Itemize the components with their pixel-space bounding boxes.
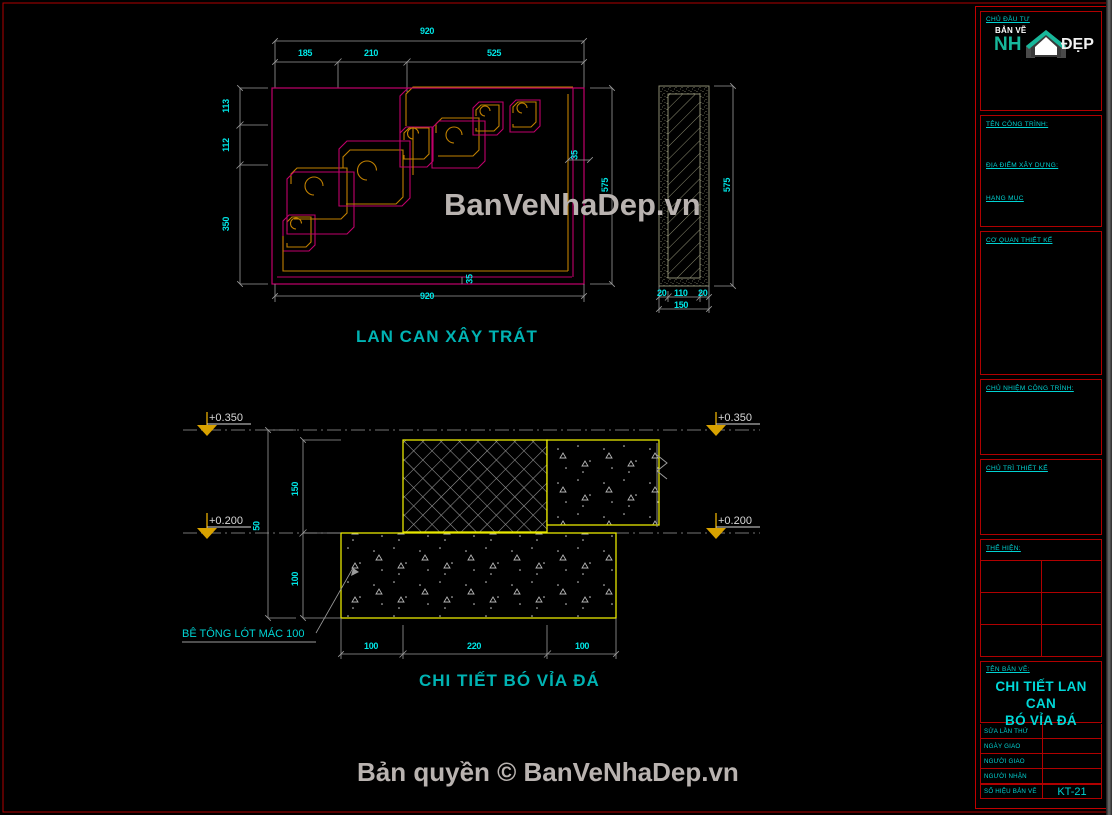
investor-box: CHỦ ĐẦU TƯ BẢN VẼ NH ĐẸP [980, 11, 1102, 111]
label-chu-dau-tu: CHỦ ĐẦU TƯ [986, 16, 1030, 23]
row-label-nguoi-nhan: NGƯỜI NHẬN [981, 769, 1043, 783]
greek-key-spiral-ornament [277, 86, 578, 278]
label-chu-tri-thiet-ke: CHỦ TRÌ THIẾT KẾ [986, 465, 1048, 472]
dim-section-20-right: 20 [698, 288, 708, 298]
row-label-sua-lan-thu: SỬA LẦN THỨ [981, 724, 1043, 738]
dim-left-350: 350 [221, 216, 232, 232]
row-label-ngay-giao: NGÀY GIAO [981, 739, 1043, 753]
title-block: CHỦ ĐẦU TƯ BẢN VẼ NH ĐẸP TÊN CÔNG TRÌNH:… [975, 6, 1107, 809]
level-marker-mid-right [706, 513, 760, 539]
row-ngay-giao: NGÀY GIAO [980, 739, 1102, 754]
dim-top-210: 210 [364, 48, 379, 58]
dim-bottom-50: 50 [251, 521, 262, 531]
dim-top-525: 525 [487, 48, 502, 58]
row-label-nguoi-giao: NGƯỜI GIAO [981, 754, 1043, 768]
detail-lan-can-elevation [236, 37, 616, 302]
wall-section-view [655, 82, 737, 313]
stone-kerb-block [402, 439, 548, 533]
drawing-title-line-2: BÓ VỈA ĐÁ [1005, 713, 1077, 728]
detail-title-bo-via: CHI TIẾT BÓ VỈA ĐÁ [419, 671, 600, 690]
level-marker-top-right [706, 412, 760, 436]
level-text-mid-right: +0.200 [718, 515, 752, 527]
project-manager-box: CHỦ NHIỆM CÔNG TRÌNH: [980, 379, 1102, 455]
detail-bo-via-da [182, 412, 760, 659]
row-nguoi-nhan: NGƯỜI NHẬN [980, 769, 1102, 784]
row-value-sua-lan-thu[interactable] [1043, 724, 1101, 738]
dim-section-20-left: 20 [657, 288, 667, 298]
drawing-title: CHI TIẾT LAN CAN BÓ VỈA ĐÁ [985, 678, 1097, 729]
dim-bottom-chain-220: 220 [467, 641, 482, 651]
drawing-title-line-1: CHI TIẾT LAN CAN [995, 679, 1087, 711]
dim-bottom-overall-920: 920 [420, 291, 435, 301]
dim-bottom-150: 150 [290, 481, 301, 497]
label-ten-ban-ve: TÊN BẢN VẼ: [986, 666, 1030, 673]
drawing-name-box: TÊN BẢN VẼ: CHI TIẾT LAN CAN BÓ VỈA ĐÁ [980, 661, 1102, 728]
row-label-so-hieu-ban-ve: SỐ HIỆU BẢN VẼ [981, 785, 1043, 798]
row-nguoi-giao: NGƯỜI GIAO [980, 754, 1102, 769]
level-marker-mid-left [197, 513, 251, 539]
drafter-box: THỂ HIỆN: [980, 539, 1102, 657]
vertical-scrollbar[interactable] [1106, 0, 1112, 815]
logo-tail-text: ĐẸP [1061, 36, 1094, 53]
logo-top-text: BẢN VẼ [995, 26, 1027, 35]
dim-top-overall-920: 920 [420, 26, 435, 36]
label-the-hien: THỂ HIỆN: [986, 545, 1021, 552]
dim-bottom-100: 100 [290, 571, 301, 587]
dim-bottom-chain-100-right: 100 [575, 641, 590, 651]
row-sua-lan-thu: SỬA LẦN THỨ [980, 724, 1102, 739]
house-icon [1026, 30, 1066, 58]
label-co-quan-thiet-ke: CƠ QUAN THIẾT KẾ [986, 237, 1053, 244]
dim-left-112: 112 [220, 138, 231, 152]
railing-outer-profile [271, 87, 585, 285]
label-chu-nhiem-cong-trinh: CHỦ NHIỆM CÔNG TRÌNH: [986, 385, 1074, 392]
concrete-blinding-base [340, 532, 617, 619]
concrete-pavement [546, 439, 660, 526]
dim-inner-bottom-35: 35 [464, 274, 475, 284]
dim-left-113: 113 [220, 99, 231, 113]
dim-top-185: 185 [298, 48, 313, 58]
project-info-box: TÊN CÔNG TRÌNH: ĐỊA ĐIỂM XÂY DỰNG: HẠNG … [980, 115, 1102, 227]
logo-main-text: NH [994, 34, 1022, 55]
dim-right-35: 35 [569, 150, 580, 160]
banvenhadep-logo: BẢN VẼ NH ĐẸP [993, 26, 1099, 60]
lead-designer-box: CHỦ TRÌ THIẾT KẾ [980, 459, 1102, 535]
row-value-nguoi-giao[interactable] [1043, 754, 1101, 768]
dim-right-575: 575 [600, 177, 611, 193]
label-hang-muc: HẠNG MỤC [986, 195, 1024, 202]
level-marker-top-left [197, 412, 251, 436]
dim-bottom-chain-100-left: 100 [364, 641, 379, 651]
row-value-ngay-giao[interactable] [1043, 739, 1101, 753]
label-ten-cong-trinh: TÊN CÔNG TRÌNH: [986, 121, 1049, 128]
dim-section-110: 110 [674, 288, 688, 298]
row-value-so-hieu-ban-ve[interactable]: KT-21 [1057, 785, 1087, 798]
level-text-mid-left: +0.200 [209, 515, 243, 527]
label-dia-diem-xay-dung: ĐỊA ĐIỂM XÂY DỰNG: [986, 162, 1059, 169]
level-text-top-right: +0.350 [718, 412, 752, 424]
dim-section-height-575: 575 [722, 177, 733, 193]
design-org-box: CƠ QUAN THIẾT KẾ [980, 231, 1102, 375]
row-value-nguoi-nhan[interactable] [1043, 769, 1101, 783]
detail-title-lan-can: LAN CAN XÂY TRÁT [356, 327, 538, 346]
note-be-tong-lot: BÊ TÔNG LÓT MÁC 100 [182, 628, 305, 640]
row-so-hieu-ban-ve: SỐ HIỆU BẢN VẼ KT-21 [980, 784, 1102, 799]
dim-section-overall-150: 150 [674, 300, 689, 310]
level-text-top-left: +0.350 [209, 412, 243, 424]
drafter-grid [981, 560, 1101, 656]
